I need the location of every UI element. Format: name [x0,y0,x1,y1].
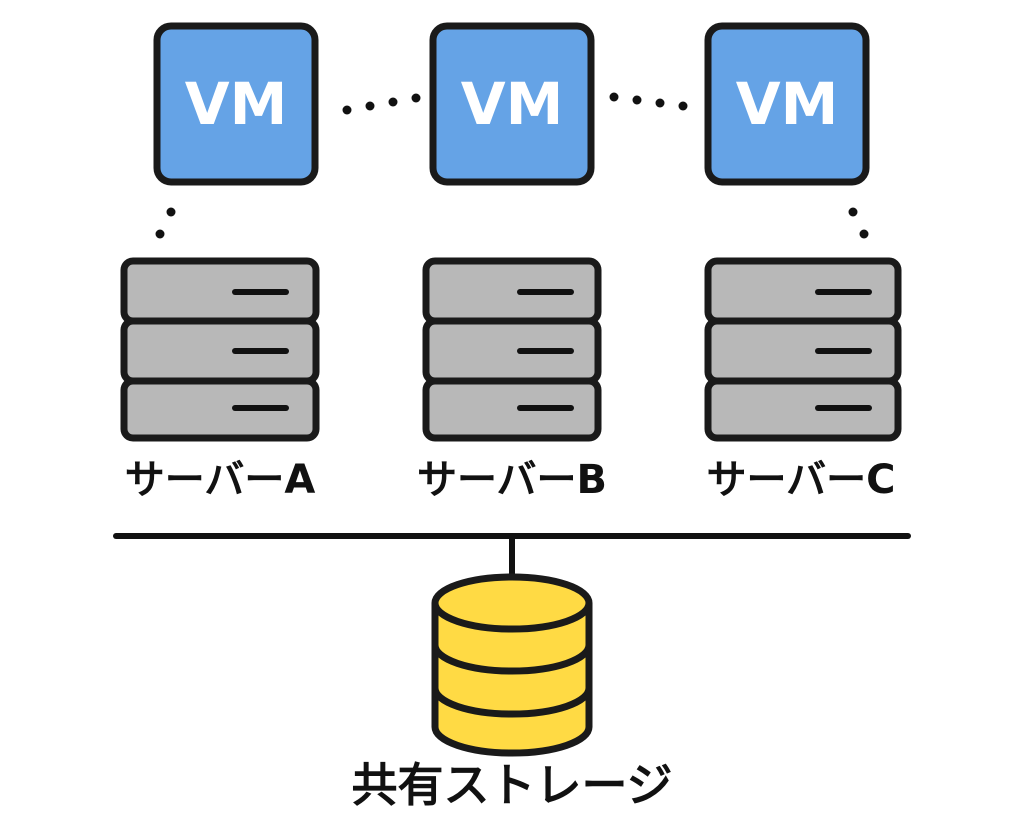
vm-label: VM [736,70,839,138]
server-c-label: サーバーC [707,457,896,503]
vm-link-dots-2-3 [609,92,688,111]
vm-box-2[interactable]: VM [429,22,595,186]
vm-label: VM [185,70,288,138]
vm-label: VM [461,70,564,138]
server-b-label: サーバーB [417,457,607,503]
storage-label: 共有ストレージ [351,758,672,812]
server-c-icon[interactable] [704,257,902,442]
server-a-label: サーバーA [125,457,316,503]
vm-link-dots-1-2 [342,93,421,115]
vm-server-dots-right [848,207,869,239]
vm-box-3[interactable]: VM [704,22,870,186]
vm-server-dots-left [155,207,176,239]
server-b-icon[interactable] [422,257,602,442]
storage-database-icon[interactable] [431,573,593,757]
server-a-icon[interactable] [120,257,320,442]
vm-box-1[interactable]: VM [153,22,319,186]
